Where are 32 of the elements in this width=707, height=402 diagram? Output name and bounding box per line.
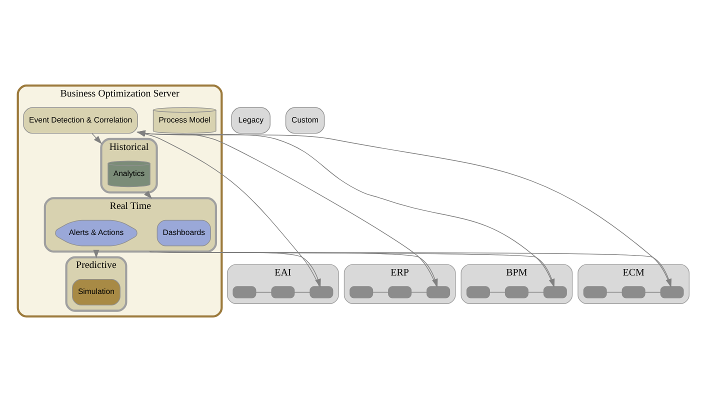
cluster: ECM	[578, 264, 690, 304]
cluster: ERP	[344, 264, 456, 304]
connector	[489, 292, 506, 293]
connector	[256, 292, 272, 293]
connector	[410, 292, 428, 293]
node-ellipse: Alerts & Actions	[55, 220, 138, 246]
node-box	[310, 286, 334, 298]
node-box	[271, 286, 295, 298]
node-box: Dashboards	[156, 220, 211, 246]
node-box	[232, 286, 256, 298]
node-box	[466, 286, 490, 298]
node-box	[583, 286, 607, 298]
connector	[528, 292, 544, 293]
node-box	[543, 286, 567, 298]
arrow	[92, 133, 102, 144]
node-box: Legacy	[231, 107, 270, 134]
node-box: Simulation	[72, 279, 120, 306]
node-box: Custom	[285, 107, 325, 134]
node-box: Event Detection & Correlation	[23, 107, 138, 134]
arrow	[144, 190, 152, 199]
node-box	[504, 286, 528, 298]
node-box	[426, 286, 450, 298]
connector	[606, 292, 622, 293]
node-box	[660, 286, 684, 298]
connector	[644, 292, 661, 293]
node-box	[350, 286, 374, 298]
connector	[294, 292, 310, 293]
cluster: BPM	[460, 264, 573, 304]
node-box	[622, 286, 646, 298]
node-box	[388, 286, 412, 298]
connector	[372, 292, 389, 293]
cluster: EAI	[227, 264, 339, 304]
